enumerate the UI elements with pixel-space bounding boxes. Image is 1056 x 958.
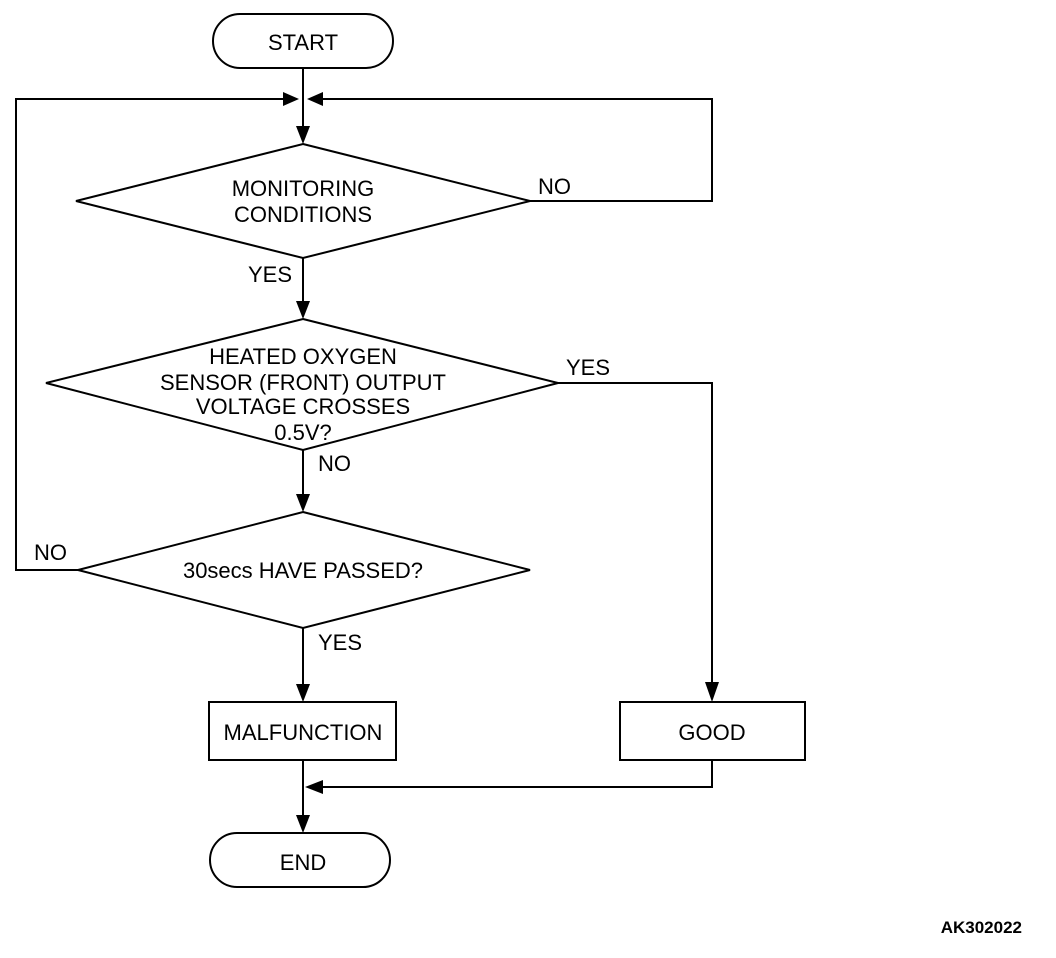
loop-line-monitoring-no [323,98,713,202]
end-terminal [209,832,391,888]
box-good [619,701,806,761]
arrow-to-monitoring [296,126,310,144]
arrow-to-good [705,682,719,702]
arrow-merge [305,780,323,794]
loop-line-time-no [15,98,283,571]
decision-voltage-line-1: HEATED OXYGEN [209,344,397,369]
arrow-loop-left [283,92,299,106]
label-monitoring-no: NO [538,174,571,199]
decision-monitoring-line-1: MONITORING [232,176,375,201]
arrow-to-malfunction [296,684,310,702]
decision-monitoring-conditions [75,142,531,260]
decision-time-label: 30secs HAVE PASSED? [183,558,423,583]
arrow-to-voltage [296,301,310,319]
arrow-loop-right [307,92,323,106]
label-time-yes: YES [318,630,362,655]
decision-voltage-line-3: VOLTAGE CROSSES [196,394,410,419]
connector-voltage-yes [558,382,713,682]
box-good-label: GOOD [678,720,745,745]
start-label: START [268,30,338,55]
decision-voltage-line-4: 0.5V? [274,420,332,445]
label-voltage-no: NO [318,451,351,476]
connector-good-merge [323,760,713,788]
arrow-to-end [296,815,310,833]
label-monitoring-yes: YES [248,262,292,287]
figure-code: AK302022 [941,918,1022,937]
label-time-no: NO [34,540,67,565]
decision-monitoring-line-2: CONDITIONS [234,202,372,227]
box-malfunction-label: MALFUNCTION [224,720,383,745]
end-label: END [280,850,326,875]
arrow-to-time [296,494,310,512]
label-voltage-yes: YES [566,355,610,380]
decision-voltage-line-2: SENSOR (FRONT) OUTPUT [160,370,446,395]
